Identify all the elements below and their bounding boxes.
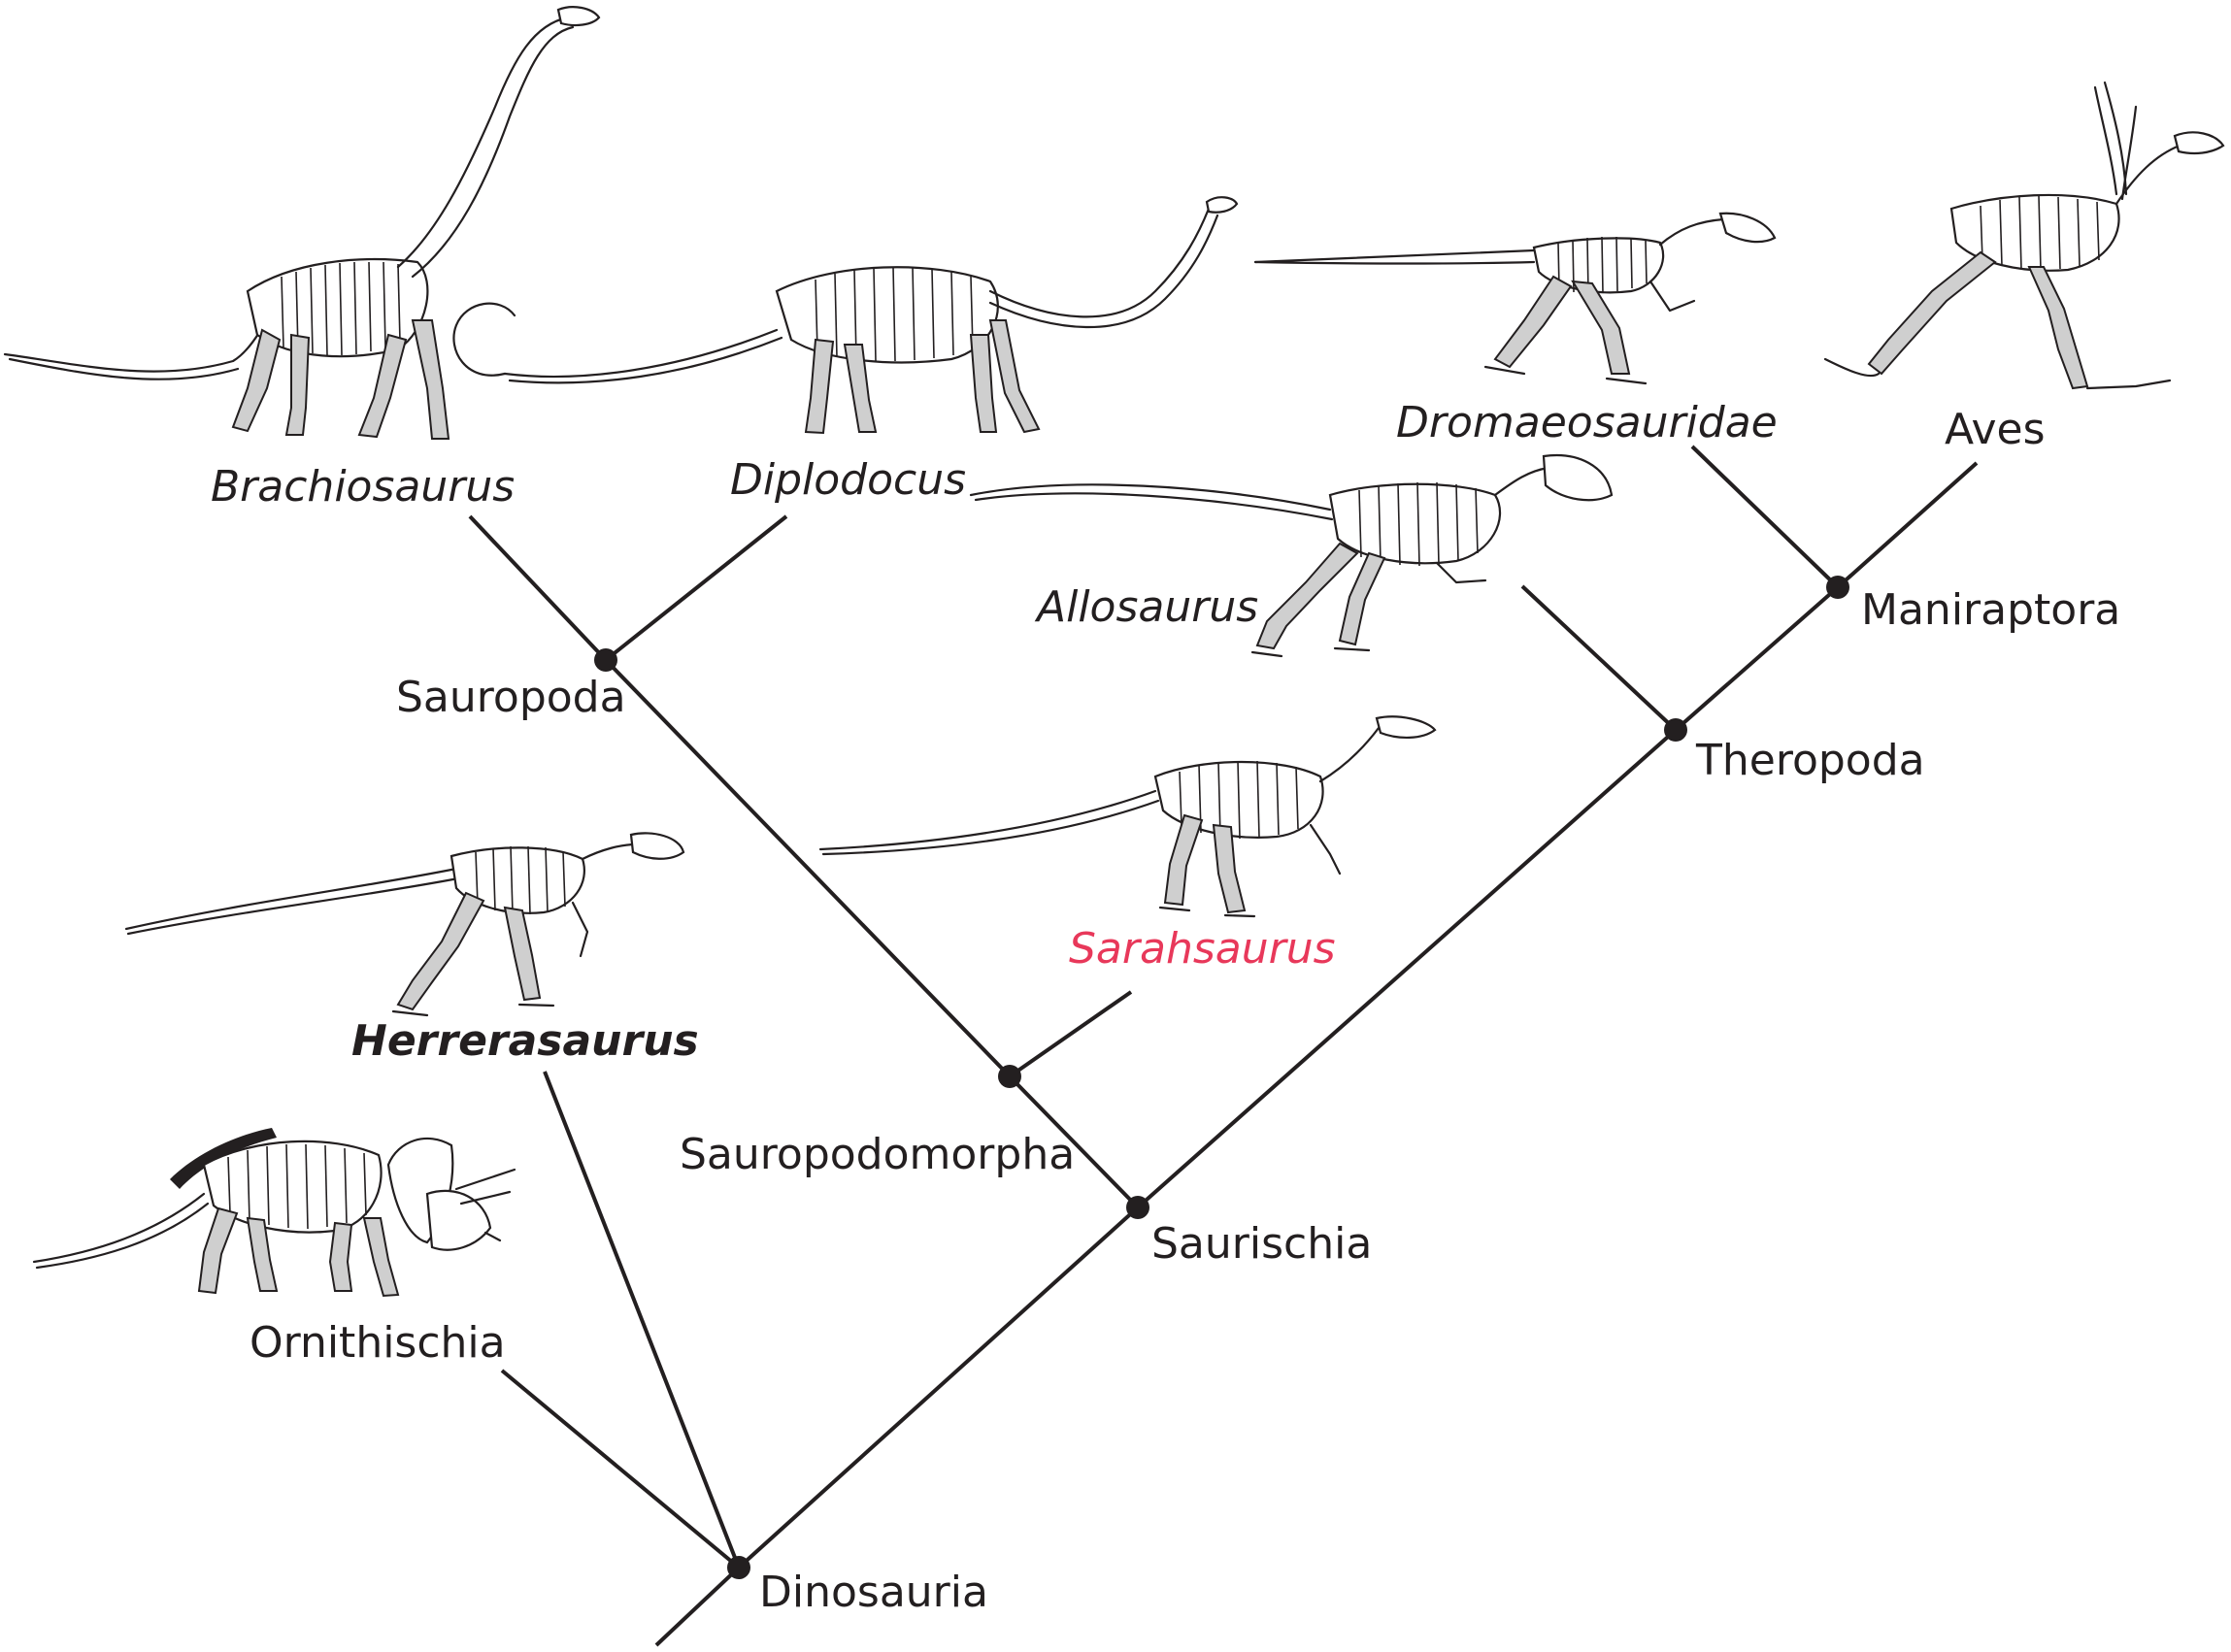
- branch-maniraptora-dromaeosauridae: [1690, 445, 1840, 589]
- branch-maniraptora-aves: [1836, 461, 1979, 589]
- node-saurischia: [1126, 1196, 1149, 1219]
- label-theropoda: Theropoda: [1695, 736, 1925, 785]
- label-saurischia: Saurischia: [1151, 1219, 1372, 1269]
- branch-dinosauria-herrerasaurus: [543, 1071, 741, 1569]
- node-sauropodomorpha: [998, 1065, 1021, 1088]
- branch-saurischia-theropoda: [1136, 728, 1678, 1209]
- label-sauropodomorpha: Sauropodomorpha: [680, 1130, 1075, 1179]
- branch-sauropodomorpha-sarahsaurus: [1008, 990, 1133, 1078]
- branch-theropoda-maniraptora: [1674, 585, 1840, 732]
- node-theropoda: [1664, 718, 1687, 742]
- sarahsaurus-skeleton-icon: [818, 715, 1437, 918]
- label-aves: Aves: [1945, 405, 2046, 454]
- branch-sauropoda-brachiosaurus: [468, 514, 608, 662]
- label-maniraptora: Maniraptora: [1861, 585, 2120, 635]
- node-sauropoda: [594, 648, 617, 672]
- herrerasaurus-skeleton-icon: [124, 832, 685, 1017]
- branch-saurischia-sauropodomorpha: [1008, 1074, 1140, 1209]
- label-sarahsaurus: Sarahsaurus: [1069, 924, 1336, 974]
- allosaurus-skeleton-icon: [969, 453, 1614, 658]
- triceratops-skeleton-icon: [32, 1128, 516, 1298]
- node-maniraptora: [1826, 576, 1849, 599]
- label-sauropoda: Sauropoda: [396, 673, 626, 722]
- branch-sauropoda-diplodocus: [604, 514, 788, 662]
- label-ornithischia: Ornithischia: [250, 1318, 506, 1368]
- phylogeny-tree: [468, 445, 1979, 1647]
- clade-labels: Sauropoda Maniraptora Theropoda Sauropod…: [396, 585, 2120, 1617]
- bird-skeleton-icon: [1823, 81, 2225, 390]
- taxon-labels: Brachiosaurus Diplodocus Dromaeosauridae…: [211, 398, 2046, 1368]
- brachiosaurus-skeleton-icon: [3, 6, 601, 440]
- label-diplodocus: Diplodocus: [730, 455, 966, 505]
- branch-dinosauria-ornithischia: [500, 1369, 741, 1569]
- node-dinosauria: [727, 1556, 750, 1579]
- dromaeosaur-skeleton-icon: [1253, 212, 1777, 385]
- label-brachiosaurus: Brachiosaurus: [211, 462, 515, 512]
- label-dinosauria: Dinosauria: [759, 1568, 988, 1617]
- label-herrerasaurus: Herrerasaurus: [351, 1016, 699, 1066]
- branch-theropoda-allosaurus: [1520, 584, 1678, 732]
- branch-dinosauria-saurischia: [737, 1206, 1140, 1569]
- branch-root: [654, 1566, 741, 1647]
- label-dromaeosauridae: Dromaeosauridae: [1396, 398, 1778, 447]
- label-allosaurus: Allosaurus: [1034, 582, 1258, 632]
- diplodocus-skeleton-icon: [452, 196, 1239, 435]
- branch-sauropodomorpha-sauropoda: [604, 658, 1012, 1078]
